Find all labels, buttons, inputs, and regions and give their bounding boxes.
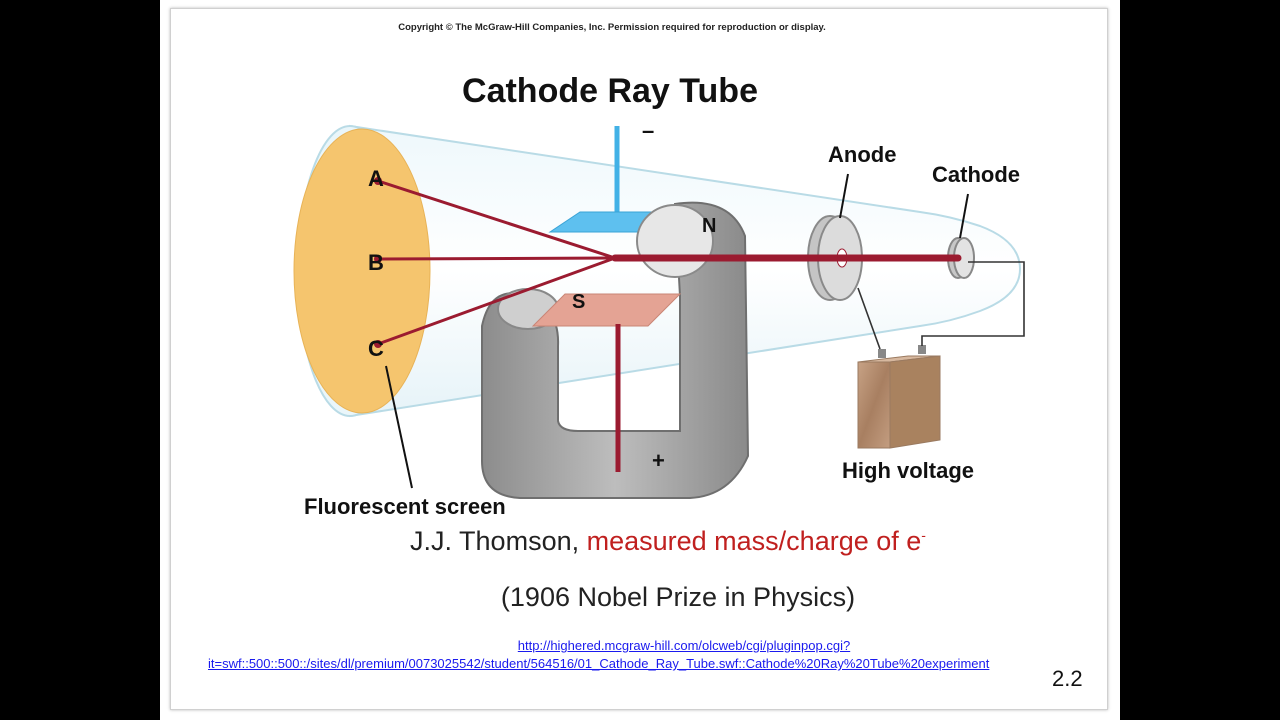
resource-link-line1[interactable]: http://highered.mcgraw-hill.com/olcweb/c… [517,638,851,653]
mass-charge-highlight: measured mass/charge of e [586,526,922,556]
fluorescent-screen [293,128,431,414]
north-pole-label: N [702,215,716,237]
point-c-dot [374,340,382,348]
electron-beams [376,179,962,346]
point-c-label: C [368,336,384,361]
slide-number: 2.2 [1048,666,1087,692]
copyright-notice: Copyright © The McGraw-Hill Companies, I… [398,22,826,33]
point-b-label: B [368,250,384,275]
point-b-dot [374,255,382,263]
slide-frame [170,8,1108,710]
high-voltage-battery [857,345,941,449]
figure-title: Cathode Ray Tube [462,72,758,110]
resource-link-line2[interactable]: it=swf::500::500::/sites/dl/premium/0073… [208,656,990,671]
south-pole-label: S [572,291,585,313]
thomson-caption: J.J. Thomson, measured mass/charge of e- [160,526,1120,557]
fluorescent-screen-label: Fluorescent screen [304,494,506,519]
positive-terminal-label: + [652,448,665,473]
leader-lines [385,173,969,489]
cathode-ray-tube-diagram: A B C N S – + Anode Cathode High voltage… [293,118,1025,519]
slide: Copyright © The McGraw-Hill Companies, I… [160,0,1120,720]
cathode-ray-tube-figure: Cathode Ray Tube [220,26,1060,526]
point-a-label: A [368,166,384,191]
positive-plate [531,293,682,327]
point-a-dot [374,177,382,185]
circuit-wires [857,261,1025,350]
thomson-name: J.J. Thomson, [410,526,587,556]
electron-charge-superscript: - [921,527,926,543]
high-voltage-label: High voltage [842,458,974,483]
negative-terminal-label: – [642,118,654,143]
anode-label: Anode [828,142,896,167]
nobel-prize-caption: (1906 Nobel Prize in Physics) [500,582,856,612]
cathode-label: Cathode [932,162,1020,187]
